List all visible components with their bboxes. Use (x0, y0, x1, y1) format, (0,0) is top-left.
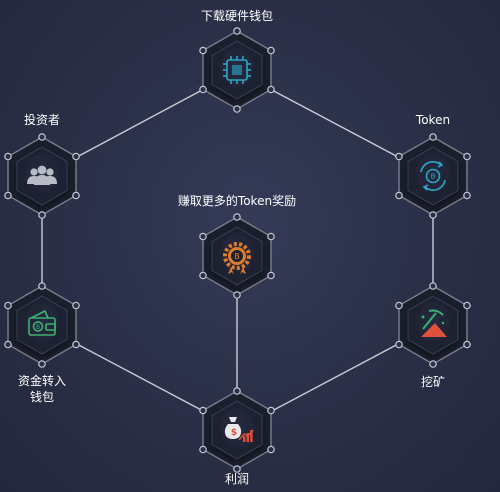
label-hardware-wallet: 下载硬件钱包 (200, 9, 273, 23)
connector-mining-profit (269, 342, 401, 413)
hex-vertices (199, 213, 275, 299)
gear-coin-icon: B (223, 242, 251, 275)
hex-vertices (395, 133, 471, 219)
node-reward: B (199, 213, 275, 299)
svg-text:B: B (234, 252, 240, 261)
svg-text:$: $ (231, 428, 237, 438)
coin-cycle-icon: B (420, 161, 446, 191)
node-token: B (395, 133, 471, 219)
connector-hardware-investor (74, 88, 205, 159)
label-reward: 赚取更多的Token奖励 (177, 194, 297, 208)
label-mining: 挖矿 (420, 375, 445, 389)
hex-vertices (4, 133, 80, 219)
connector-hardware-token (269, 88, 401, 159)
hex-vertices (395, 282, 471, 368)
node-investor (4, 133, 80, 219)
wallet-icon: B (28, 309, 56, 336)
hex-vertices (199, 387, 275, 473)
label-token: Token (415, 113, 451, 127)
label-fund-transfer-line1: 资金转入 (17, 374, 66, 388)
label-profit: 利润 (224, 472, 249, 486)
node-profit: $ (199, 387, 275, 473)
svg-text:B: B (431, 173, 436, 181)
node-fund-transfer: B (4, 282, 80, 368)
node-hardware-wallet (199, 27, 275, 113)
money-bag-chart-icon: $ (224, 417, 254, 442)
connector-lines (41, 88, 434, 413)
node-mining (395, 282, 471, 368)
hex-vertices (199, 27, 275, 113)
svg-text:B: B (36, 324, 40, 331)
hex-vertices (4, 282, 80, 368)
connector-wallet-profit (74, 342, 206, 413)
label-investor: 投资者 (23, 113, 60, 127)
label-fund-transfer-line2: 钱包 (29, 390, 54, 404)
hex-inner (407, 146, 459, 206)
pickaxe-icon (421, 309, 447, 337)
chip-icon (223, 56, 251, 84)
people-icon (27, 165, 57, 185)
